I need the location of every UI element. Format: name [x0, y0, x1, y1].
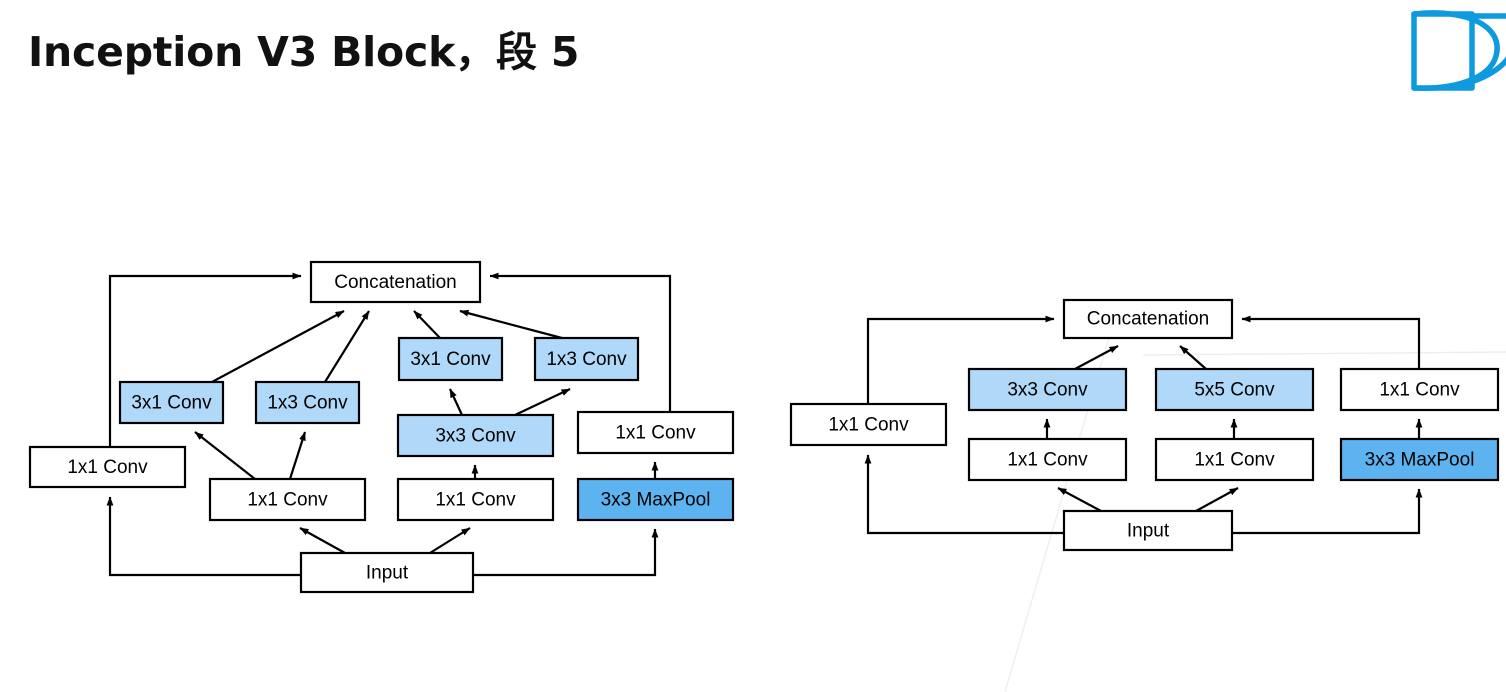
- edge-input-to-b3conv: [1195, 487, 1239, 512]
- edge-b3-3x3-to-3x1: [449, 388, 463, 416]
- page-title: Inception V3 Block，段 5: [28, 28, 580, 76]
- node-r-b3-5x5[interactable]: 5x5 Conv: [1154, 367, 1315, 412]
- svg-text:1x1 Conv: 1x1 Conv: [67, 457, 148, 478]
- svg-text:1x1 Conv: 1x1 Conv: [247, 490, 328, 511]
- svg-text:3x1 Conv: 3x1 Conv: [131, 393, 212, 414]
- edge-b2-3x3-to-concat: [1074, 345, 1119, 370]
- left-diagram-nodes: Concatenation 1x1 Conv 3x1 Conv 1x3 Conv…: [28, 260, 735, 594]
- svg-text:3x3 MaxPool: 3x3 MaxPool: [1365, 450, 1475, 471]
- edge-b3-1x3-to-concat: [459, 309, 563, 340]
- svg-text:Input: Input: [1127, 521, 1170, 542]
- node-l-concat[interactable]: Concatenation: [309, 260, 482, 304]
- edge-b1-to-concat: [866, 315, 1055, 404]
- edge-b2-1x3-to-concat: [324, 310, 370, 383]
- node-l-b3-3x3[interactable]: 3x3 Conv: [396, 413, 555, 458]
- left-diagram-edges: [106, 272, 672, 577]
- svg-text:1x3 Conv: 1x3 Conv: [267, 393, 348, 414]
- node-l-b3-3x1[interactable]: 3x1 Conv: [397, 336, 504, 382]
- svg-text:3x3 Conv: 3x3 Conv: [435, 426, 516, 447]
- edge-b2-3x1-to-concat: [211, 310, 345, 383]
- edge-b1-to-concat: [108, 272, 302, 447]
- node-l-b1-conv[interactable]: 1x1 Conv: [28, 445, 187, 489]
- node-l-b4-pool[interactable]: 3x3 MaxPool: [576, 477, 735, 522]
- svg-text:3x3 MaxPool: 3x3 MaxPool: [601, 490, 711, 511]
- node-l-b3-1x3[interactable]: 1x3 Conv: [533, 336, 640, 382]
- node-r-b4-pool[interactable]: 3x3 MaxPool: [1339, 437, 1500, 482]
- node-r-b2-conv[interactable]: 1x1 Conv: [967, 437, 1128, 482]
- edge-b4conv-to-concat: [489, 272, 672, 412]
- node-l-b4-conv[interactable]: 1x1 Conv: [576, 410, 735, 455]
- edge-b3-3x3-to-1x3: [514, 388, 571, 416]
- node-r-input[interactable]: Input: [1062, 509, 1234, 552]
- edge-input-to-b1: [106, 496, 301, 577]
- svg-text:3x3 Conv: 3x3 Conv: [1007, 380, 1088, 401]
- publisher-logo-icon: [1411, 10, 1506, 91]
- svg-text:Concatenation: Concatenation: [1087, 309, 1210, 330]
- right-diagram-nodes: Concatenation 1x1 Conv 3x3 Conv 1x1 Conv…: [789, 298, 1500, 552]
- svg-text:1x1 Conv: 1x1 Conv: [1194, 450, 1275, 471]
- node-l-input[interactable]: Input: [299, 551, 475, 594]
- edge-input-to-b2conv: [299, 527, 346, 554]
- node-r-b2-3x3[interactable]: 3x3 Conv: [967, 367, 1128, 412]
- edge-input-to-maxpool: [473, 528, 659, 577]
- svg-text:1x1 Conv: 1x1 Conv: [1379, 380, 1460, 401]
- svg-text:1x1 Conv: 1x1 Conv: [1007, 450, 1088, 471]
- svg-text:3x1 Conv: 3x1 Conv: [410, 349, 491, 370]
- edge-b2conv-to-3x1: [194, 431, 256, 480]
- background-decoration: [1004, 299, 1506, 692]
- svg-text:Concatenation: Concatenation: [334, 272, 457, 293]
- edge-b4conv-to-concat: [1241, 315, 1421, 369]
- svg-text:1x3 Conv: 1x3 Conv: [546, 349, 627, 370]
- edge-input-to-maxpool: [1232, 488, 1423, 535]
- svg-text:Input: Input: [366, 563, 409, 584]
- svg-text:1x1 Conv: 1x1 Conv: [435, 490, 516, 511]
- edge-b3-3x1-to-concat: [413, 310, 441, 339]
- node-r-b3-conv[interactable]: 1x1 Conv: [1154, 437, 1315, 482]
- edge-b3-5x5-to-concat: [1179, 345, 1207, 370]
- svg-text:1x1 Conv: 1x1 Conv: [615, 423, 696, 444]
- node-l-b2-3x1[interactable]: 3x1 Conv: [118, 380, 225, 425]
- node-r-b4-conv[interactable]: 1x1 Conv: [1339, 367, 1500, 412]
- svg-text:1x1 Conv: 1x1 Conv: [828, 415, 909, 436]
- svg-text:5x5 Conv: 5x5 Conv: [1194, 380, 1275, 401]
- edge-input-to-b2conv: [1057, 487, 1102, 512]
- edge-input-to-b1: [864, 454, 1064, 535]
- deco-horizontal-line: [1142, 351, 1506, 356]
- node-l-b3-conv[interactable]: 1x1 Conv: [396, 477, 555, 522]
- deco-diagonal-line: [1004, 299, 1121, 692]
- edge-input-to-b3conv: [429, 527, 471, 554]
- edge-b2conv-to-1x3: [288, 431, 307, 480]
- node-r-concat[interactable]: Concatenation: [1062, 298, 1234, 340]
- node-l-b2-conv[interactable]: 1x1 Conv: [208, 477, 367, 522]
- node-r-b1-conv[interactable]: 1x1 Conv: [789, 402, 948, 447]
- node-l-b2-1x3[interactable]: 1x3 Conv: [254, 380, 361, 425]
- right-diagram-edges: [864, 315, 1423, 535]
